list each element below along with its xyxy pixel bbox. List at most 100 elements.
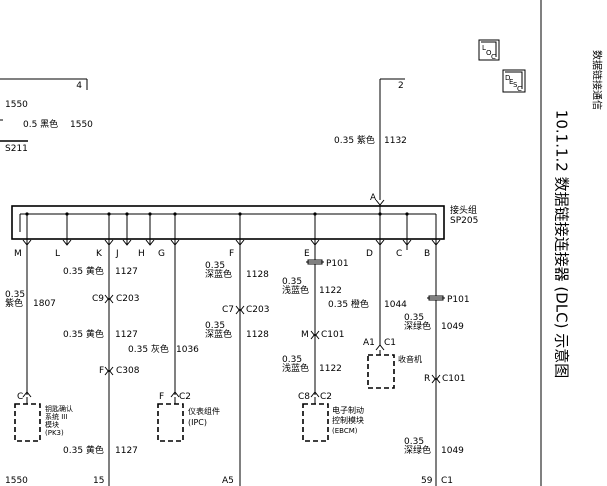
col-b-p101: P101 xyxy=(447,295,470,305)
bus-pin-j: J xyxy=(115,249,119,259)
col-d-circuit: 1044 xyxy=(384,300,407,310)
connector-arrow xyxy=(310,391,320,398)
bus-pin-c: C xyxy=(396,249,402,259)
connector-arrow xyxy=(310,330,320,337)
col-b-bottom-pin: 59 xyxy=(421,476,433,486)
left-module-pin: C xyxy=(17,392,23,402)
connector-arrow xyxy=(431,374,441,381)
col-b-color-1: 深绿色 xyxy=(404,320,431,332)
col-e-m: M xyxy=(301,330,309,340)
col-f-circuit-2: 1128 xyxy=(246,330,269,340)
col-d-pin-a1: A1 xyxy=(363,338,375,348)
wire-black-circuit: 1550 xyxy=(70,120,93,130)
pin-2-label: 2 xyxy=(398,81,404,91)
col-b-r: R xyxy=(424,374,430,384)
pk3-line-2: 系统 III xyxy=(45,412,67,421)
ebcm-line-3: (EBCM) xyxy=(332,427,358,435)
col-e-c101: C101 xyxy=(321,330,344,340)
ipc-line-1: 仪表组件 xyxy=(188,406,220,416)
col-b-circuit-1: 1049 xyxy=(441,322,464,332)
col-b-c101: C101 xyxy=(442,374,465,384)
col-k-bottom-circuit: 1550 xyxy=(5,476,28,486)
connector-arrow xyxy=(104,369,114,376)
col-k-c203: C203 xyxy=(116,294,139,304)
radio-label: 收音机 xyxy=(398,354,422,364)
col-b-bottom-conn: C1 xyxy=(441,476,453,486)
bus-pin-k: K xyxy=(96,249,103,259)
svg-text:C: C xyxy=(517,85,522,93)
svg-text:S: S xyxy=(513,81,518,89)
bus-pin-m: M xyxy=(14,249,22,259)
ebcm-line-2: 控制模块 xyxy=(332,415,364,425)
ebcm-module-box xyxy=(302,403,329,442)
svg-text:L: L xyxy=(482,44,486,52)
pk3-module-box xyxy=(14,403,41,442)
col-f-color-2: 深蓝色 xyxy=(205,328,232,340)
pin-a-arrow xyxy=(375,199,385,206)
connector-arrow xyxy=(235,305,245,312)
ebcm-line-1: 电子制动 xyxy=(332,405,364,415)
col-f-circuit-1: 1128 xyxy=(246,270,269,280)
col-f-c7: C7 xyxy=(222,305,234,315)
connector-arrow xyxy=(104,297,114,304)
pk3-line-1: 钥匙确认 xyxy=(45,404,73,413)
col-k-circuit-1: 1127 xyxy=(115,267,138,277)
col-k-wire-1: 0.35 黄色 xyxy=(63,265,104,277)
circuit-1550-label: 1550 xyxy=(5,100,28,110)
col-e-circuit-1: 1122 xyxy=(319,286,342,296)
col-d-pin-c1: C1 xyxy=(384,338,396,348)
col-k-circuit-3: 1127 xyxy=(115,446,138,456)
connector-arrow xyxy=(375,344,385,351)
bus-pin-e: E xyxy=(304,249,310,259)
col-g-pin-c2: C2 xyxy=(179,392,191,402)
bus-pin-labels: M L K J H G F E D C B xyxy=(14,249,430,259)
bus-pin-b: B xyxy=(424,249,430,259)
running-head-text: 数据链接通信 xyxy=(590,50,602,110)
col-e-color-2: 浅蓝色 xyxy=(282,362,309,374)
desc-icon[interactable]: D E S C xyxy=(502,69,526,93)
left-module-pin-arrow xyxy=(22,391,32,398)
svg-text:D: D xyxy=(505,74,510,82)
section-title-text: 10.1.1.2 数据链接连接器 (DLC) 示意图 xyxy=(552,109,571,379)
col-b-gauge-1: 0.35 xyxy=(404,313,424,323)
col-k-f: F xyxy=(99,366,104,376)
col-k-c308: C308 xyxy=(116,366,140,376)
col-e-circuit-2: 1122 xyxy=(319,364,342,374)
col-e-p101: P101 xyxy=(326,259,349,269)
col-m-color: 紫色 xyxy=(5,297,23,309)
splice-label: 接头组 xyxy=(450,204,477,216)
col-e-pin-c2: C2 xyxy=(320,392,332,402)
splice-s211-label: S211 xyxy=(5,144,28,154)
col-k-c9: C9 xyxy=(92,294,104,304)
col-m-gauge: 0.35 xyxy=(5,290,25,300)
col-m-circuit: 1807 xyxy=(33,299,56,309)
col-f-gauge-2: 0.35 xyxy=(205,321,225,331)
svg-text:E: E xyxy=(509,78,513,86)
pk3-line-3: 模块 xyxy=(45,420,59,429)
splice-pack-frame xyxy=(11,205,445,240)
svg-text:C: C xyxy=(491,53,496,61)
bus-pin-d: D xyxy=(366,249,373,259)
pin-a-label: A xyxy=(370,193,377,203)
bus-pin-arrows xyxy=(22,239,441,246)
ipc-module-box xyxy=(157,403,184,442)
col-f-color-1: 深蓝色 xyxy=(205,268,232,280)
svg-text:O: O xyxy=(486,49,492,57)
col-g-wire: 0.35 灰色 xyxy=(128,343,169,355)
col-e-gauge-1: 0.35 xyxy=(282,277,302,287)
bus-pin-l: L xyxy=(55,249,60,259)
radio-module-box xyxy=(367,354,395,389)
col-g-pin-f: F xyxy=(159,392,164,402)
wire-purple-circuit: 1132 xyxy=(384,136,407,146)
wire-purple-label: 0.35 紫色 xyxy=(334,134,375,146)
bus-drops xyxy=(25,205,437,245)
col-k-circuit-2: 1127 xyxy=(115,330,138,340)
col-e-gauge-2: 0.35 xyxy=(282,355,302,365)
ipc-line-2: (IPC) xyxy=(188,418,207,427)
col-b-color-2: 深绿色 xyxy=(404,444,431,456)
col-b-circuit-2: 1049 xyxy=(441,446,464,456)
col-b-gauge-2: 0.35 xyxy=(404,437,424,447)
loc-icon[interactable]: L O C xyxy=(478,39,500,61)
connector-arrow xyxy=(235,308,245,315)
